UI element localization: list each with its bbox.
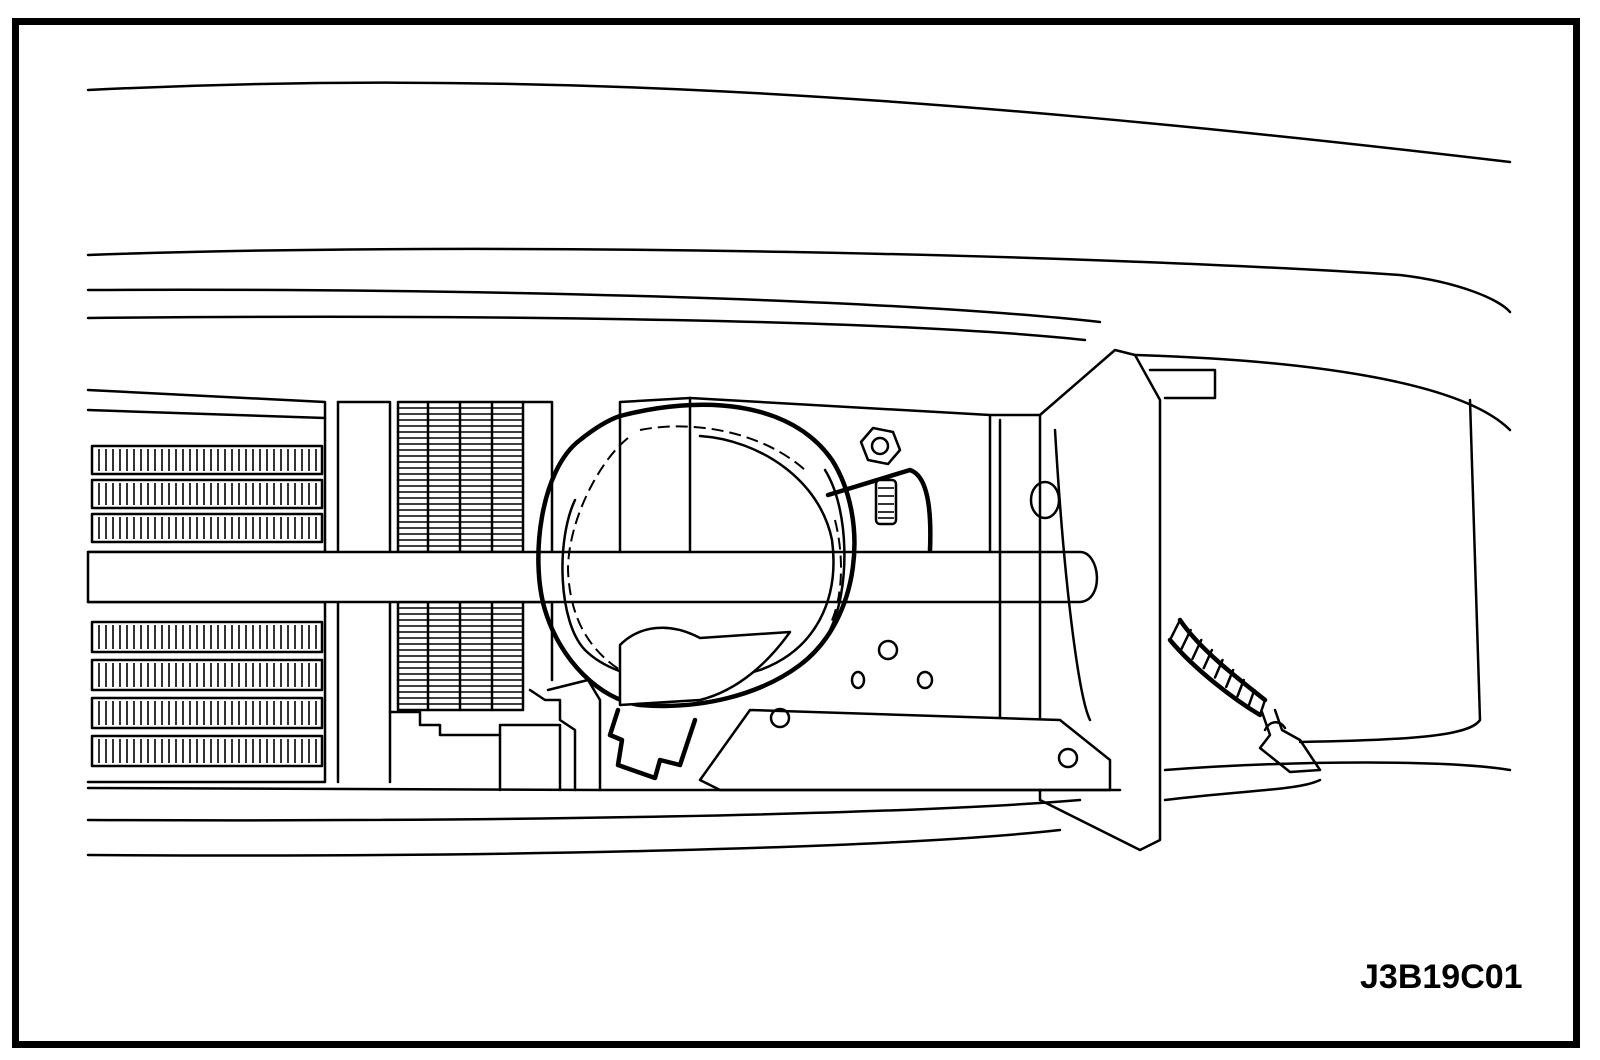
wiring-harness-icon: [1167, 617, 1322, 774]
headlamp-ring-icon: [536, 402, 857, 781]
nut-icon: [859, 426, 902, 466]
upper-panel-line: [86, 247, 1512, 314]
mounting-bracket: [698, 708, 1112, 792]
harness-corrugation: [1168, 618, 1182, 642]
reference-code: J3B19C01: [1360, 958, 1523, 996]
bumper-top-line: [86, 288, 1102, 324]
fender-line: [1133, 353, 1512, 432]
bolt-icon: [874, 478, 898, 526]
support-bar: [86, 550, 1099, 604]
harness-corrugation: [1180, 628, 1192, 651]
harness-corrugation: [1213, 658, 1224, 679]
locking-tab: [607, 707, 698, 781]
harness-corrugation: [1258, 698, 1267, 717]
hood-edge-line: [86, 81, 1512, 164]
headlamp-housing: [618, 348, 1162, 852]
harness-corrugation: [1247, 688, 1256, 707]
harness-corrugation: [1236, 678, 1245, 698]
bumper-bottom-line: [86, 786, 1122, 792]
harness-corrugation: [1202, 648, 1214, 670]
bracket-hole: [1057, 747, 1079, 769]
harness-corrugation: [1225, 668, 1235, 689]
harness-corrugation: [1191, 638, 1203, 660]
